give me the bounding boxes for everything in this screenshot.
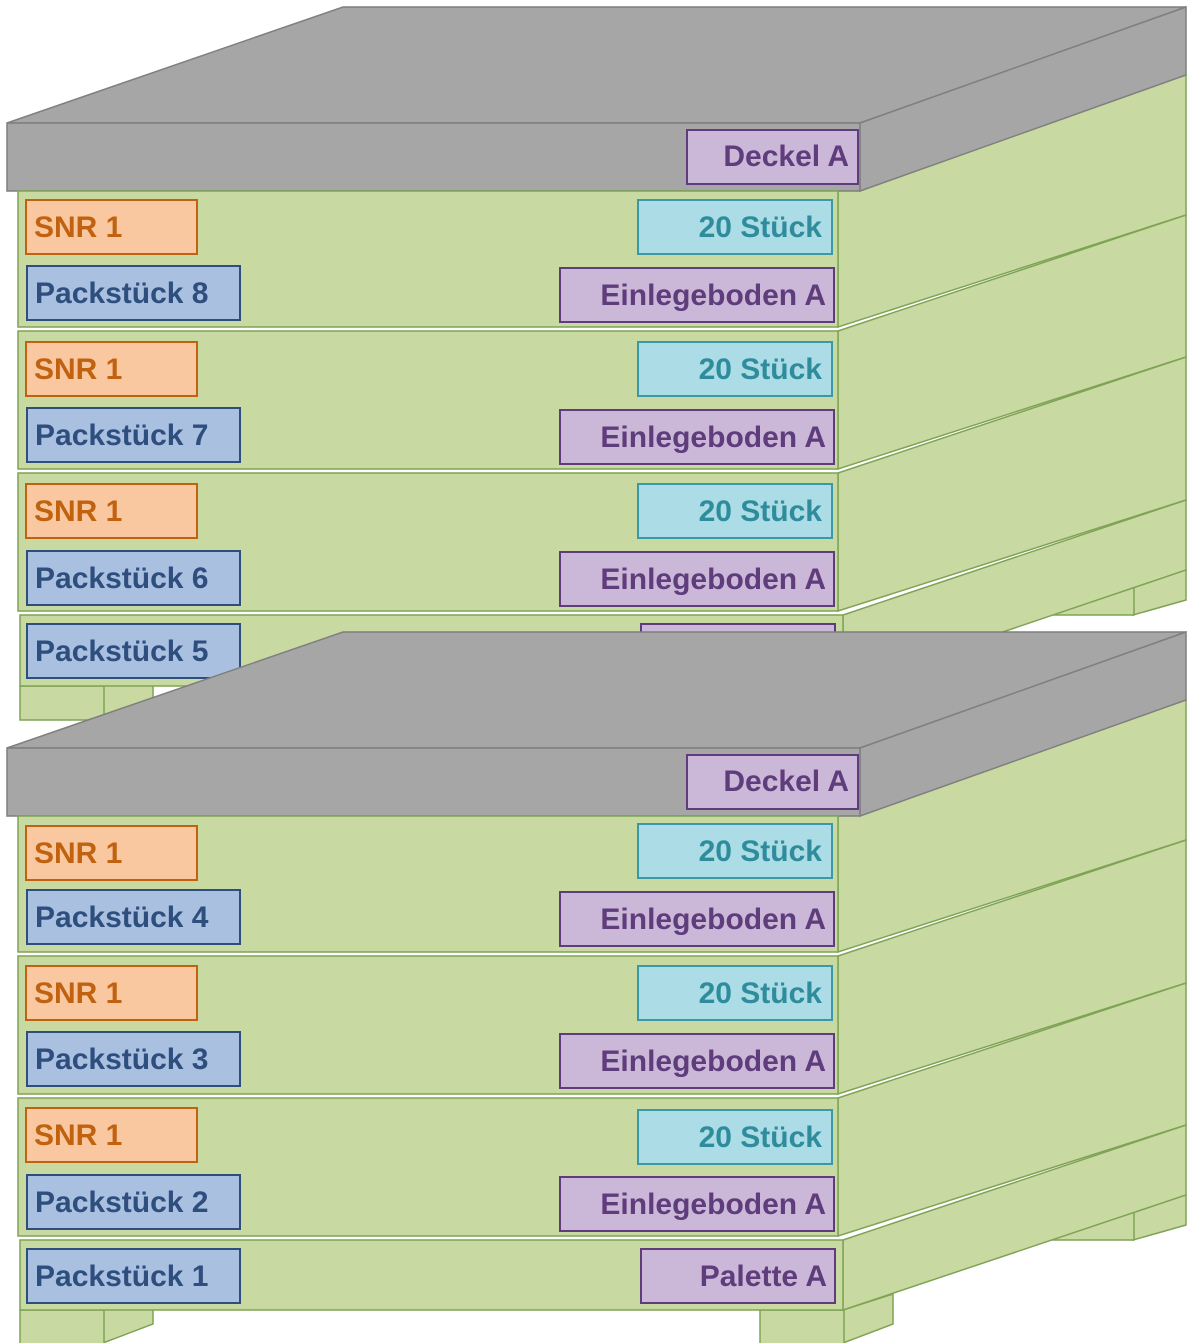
snr-label: SNR 1 [34,353,122,386]
snr-label: SNR 1 [34,977,122,1010]
component-label: Einlegeboden A [600,1045,826,1078]
lid-label: Deckel A [723,140,849,173]
component-label: Palette A [700,1260,827,1293]
stack-1: Deckel A SNR 1 20 Stück Packstück 8 Einl… [6,5,1187,722]
package-label: Packstück 2 [35,1186,208,1219]
lid-label: Deckel A [723,765,849,798]
package-label: Packstück 6 [35,562,208,595]
component-label: Einlegeboden A [600,903,826,936]
package-label: Packstück 5 [35,635,208,668]
stack-2: Deckel A SNR 1 20 Stück Packstück 4 Einl… [6,630,1187,1343]
package-label: Packstück 1 [35,1260,208,1293]
component-label: Einlegeboden A [600,279,826,312]
component-label: Einlegeboden A [600,1188,826,1221]
component-label: Einlegeboden A [600,421,826,454]
count-label: 20 Stück [699,835,823,868]
package-label: Packstück 3 [35,1043,208,1076]
package-label: Packstück 7 [35,419,208,452]
snr-label: SNR 1 [34,211,122,244]
snr-label: SNR 1 [34,1119,122,1152]
count-label: 20 Stück [699,211,823,244]
count-label: 20 Stück [699,495,823,528]
package-label: Packstück 4 [35,901,209,934]
count-label: 20 Stück [699,353,823,386]
snr-label: SNR 1 [34,495,122,528]
snr-label: SNR 1 [34,837,122,870]
count-label: 20 Stück [699,1121,823,1154]
count-label: 20 Stück [699,977,823,1010]
package-label: Packstück 8 [35,277,208,310]
component-label: Einlegeboden A [600,563,826,596]
